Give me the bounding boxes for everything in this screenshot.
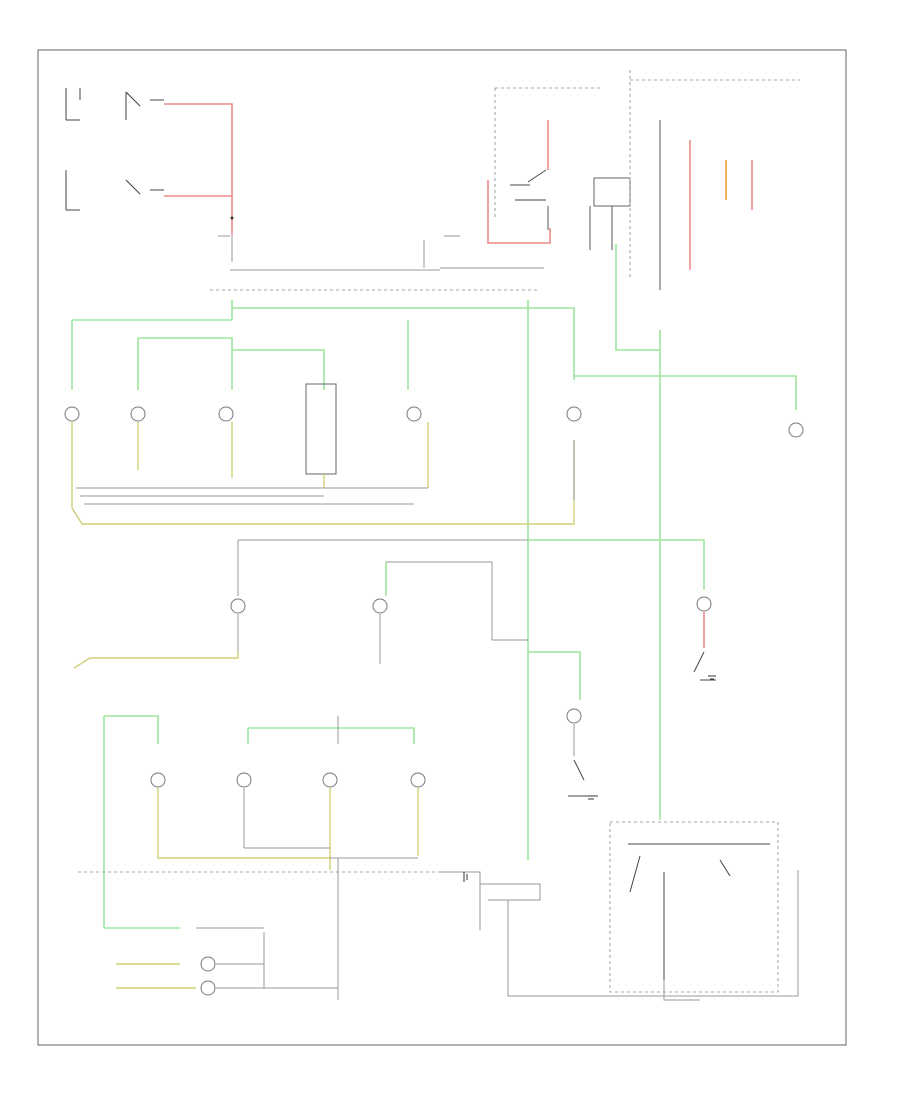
lamp-bulb-icon xyxy=(130,406,146,422)
ground-icon xyxy=(586,795,596,800)
lamp-bulb-icon xyxy=(566,708,582,724)
ground-symbols xyxy=(463,675,716,882)
switch-module-box xyxy=(609,821,779,993)
lamp-bulb-icon xyxy=(230,598,246,614)
splice-dot xyxy=(230,216,234,220)
lamp-bulb-icon xyxy=(150,772,166,788)
row1-lamps xyxy=(64,383,804,475)
lamp-bulb-icon xyxy=(788,422,804,438)
lamp-bulb-icon xyxy=(372,598,388,614)
fuse-columns-group xyxy=(615,70,800,360)
ground-icon xyxy=(463,872,468,882)
lamp-bulb-icon xyxy=(236,772,252,788)
lamp-bulb-icon xyxy=(322,772,338,788)
lamp-bulb-icon xyxy=(696,596,712,612)
lamp-bulb-icon xyxy=(218,406,234,422)
lamp-bulb-icon xyxy=(410,772,426,788)
row1-returns xyxy=(71,422,575,525)
module-box xyxy=(305,383,337,475)
headlight-switch-group xyxy=(65,88,234,262)
lamp-bulb-icon xyxy=(566,406,582,422)
green-bus-group xyxy=(71,300,797,860)
lamp-bulb-icon xyxy=(64,406,80,422)
diagram-border xyxy=(37,49,847,1046)
lamp-bulb-icon xyxy=(406,406,422,422)
bottom-switch-group xyxy=(104,821,799,1001)
fuse-relay-group xyxy=(210,87,631,291)
lamp-bulb-icon xyxy=(200,956,216,972)
row3-lamps xyxy=(78,715,460,1000)
ground-icon xyxy=(708,675,716,680)
lamp-bulb-icon xyxy=(200,980,216,996)
row2-lamps xyxy=(73,539,716,797)
